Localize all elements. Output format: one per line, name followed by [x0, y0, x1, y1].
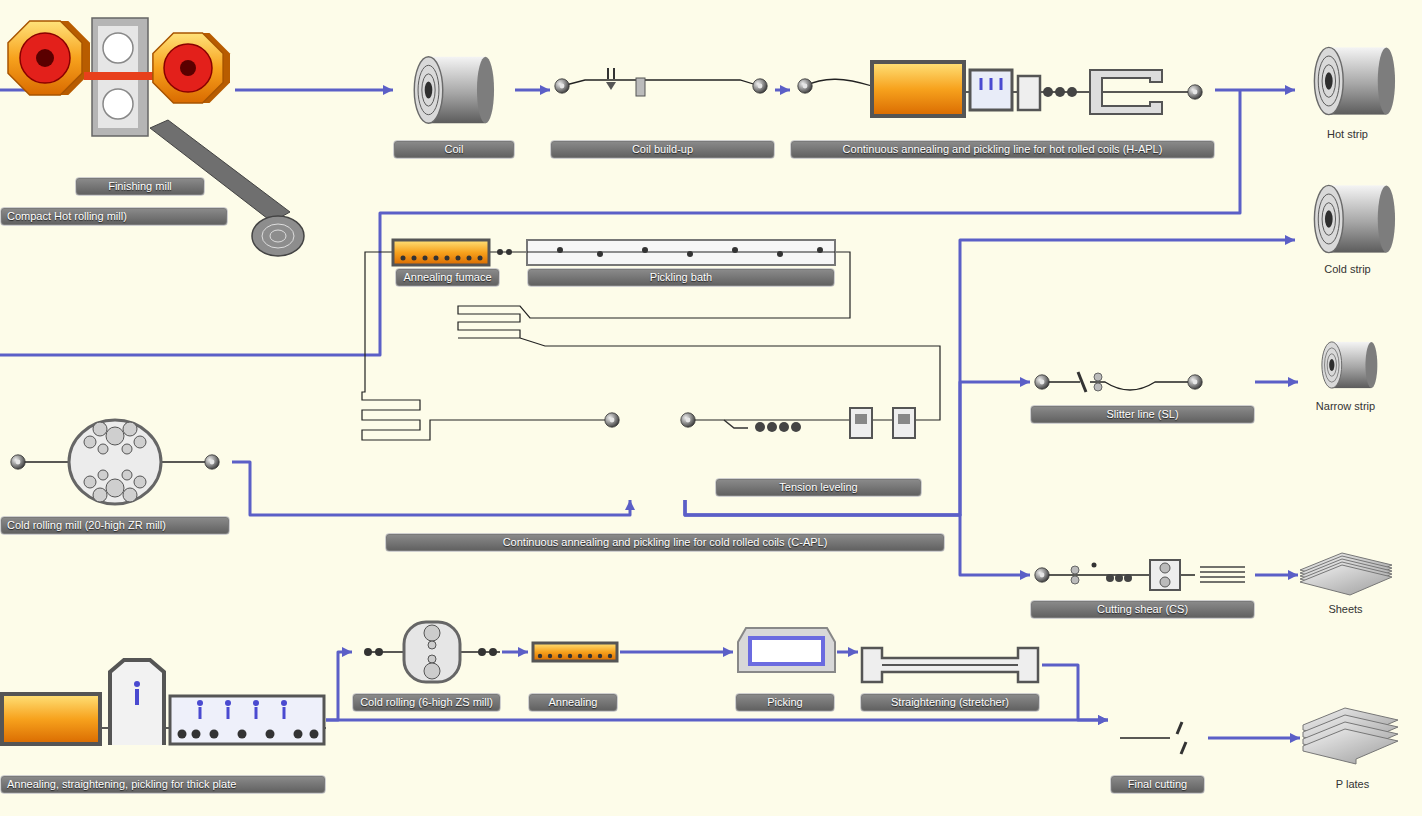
flow-arrow	[1255, 574, 1298, 577]
product-label: Sheets	[1298, 603, 1393, 616]
c-apl-illustration	[362, 240, 940, 440]
stage-label: Annealing	[528, 693, 618, 712]
flow-arrow	[1208, 737, 1300, 740]
product-label: Narrow strip	[1298, 400, 1393, 413]
product: Hot strip	[1295, 38, 1400, 143]
flow-arrow	[515, 89, 550, 92]
stage-label: Tension leveling	[715, 478, 922, 497]
product: Cold strip	[1295, 180, 1400, 280]
flow-arrow	[232, 462, 630, 515]
process-stage: Pickling bath	[525, 238, 837, 288]
process-stage: Slitter line (SL)	[1030, 350, 1255, 425]
process-stage: Cutting shear (CS)	[1030, 550, 1255, 620]
coil-build-up-illustration	[555, 68, 767, 96]
process-stage: Continuous annealing and pickling line f…	[790, 55, 1215, 162]
process-stage: Cold rolling mill (20-high ZR mill)	[0, 415, 232, 537]
process-stage: Straightening (stretcher)	[858, 640, 1042, 713]
flow-arrow	[326, 652, 352, 720]
stage-label: Cutting shear (CS)	[1030, 600, 1255, 619]
process-stage: Tension leveling	[700, 405, 945, 498]
flow-arrow	[775, 89, 790, 92]
flow-arrow	[326, 719, 1108, 722]
stage-label: Coil build-up	[550, 140, 775, 159]
product-label: Cold strip	[1295, 263, 1400, 276]
process-stage: Annealing, straightening, pickling for t…	[0, 645, 326, 797]
process-stage: Picking	[733, 620, 837, 713]
cold-rolling-mill-illustration	[11, 420, 219, 504]
stage-label: Picking	[735, 693, 835, 712]
flow-arrow	[837, 651, 858, 654]
stage-label: Cold rolling mill (20-high ZR mill)	[0, 516, 230, 535]
process-stage: Annealing	[528, 635, 620, 713]
stage-label: Straightening (stretcher)	[860, 693, 1040, 712]
stage-label: Slitter line (SL)	[1030, 405, 1255, 424]
product: Narrow strip	[1298, 330, 1393, 420]
stage-label: Final cutting	[1110, 775, 1205, 794]
cutting-shear-illustration	[1035, 560, 1245, 590]
stage-label: Annealing, straightening, pickling for t…	[0, 775, 326, 794]
product-label: Hot strip	[1295, 128, 1400, 141]
flow-arrow	[235, 89, 393, 92]
product-label: P lates	[1300, 778, 1405, 791]
line-group: Annealing fumace Pickling bathTension lev…	[355, 235, 950, 500]
stage-label: Pickling bath	[527, 268, 835, 287]
h-apl-illustration	[798, 62, 1202, 116]
stage-label: Continuous annealing and pickling line f…	[385, 533, 945, 552]
process-stage: Coil	[393, 50, 515, 162]
flow-arrow	[1255, 381, 1298, 384]
stage-label: Coil	[393, 140, 515, 159]
process-stage: Cold rolling (6-high ZS mill)	[352, 620, 502, 713]
slitter-illustration	[1035, 372, 1202, 392]
process-stage: Annealing fumace	[393, 238, 500, 288]
flow-arrow	[1042, 665, 1108, 720]
process-stage: Compact Hot rolling mill)	[0, 206, 229, 228]
flow-line	[0, 90, 1240, 355]
process-stage: Coil build-up	[550, 60, 775, 162]
product: P lates	[1300, 705, 1405, 800]
stage-label: Compact Hot rolling mill)	[0, 207, 228, 226]
product: Sheets	[1298, 535, 1393, 625]
coil-illustration	[414, 57, 494, 124]
flow-arrow	[1215, 89, 1295, 92]
flow-arrow	[502, 651, 528, 654]
stage-label: Annealing fumace	[395, 268, 500, 287]
stage-label: Cold rolling (6-high ZS mill)	[352, 693, 501, 712]
stage-label: Continuous annealing and pickling line f…	[790, 140, 1215, 159]
thick-plate-illustration	[2, 660, 326, 745]
process-stage: Final cutting	[1108, 700, 1208, 797]
plate-line-illustration	[364, 622, 1186, 754]
process-stage: Finishing mill	[70, 5, 235, 200]
stage-label: Finishing mill	[75, 177, 205, 196]
flow-arrow	[620, 651, 733, 654]
flow-arrow	[685, 382, 1030, 515]
